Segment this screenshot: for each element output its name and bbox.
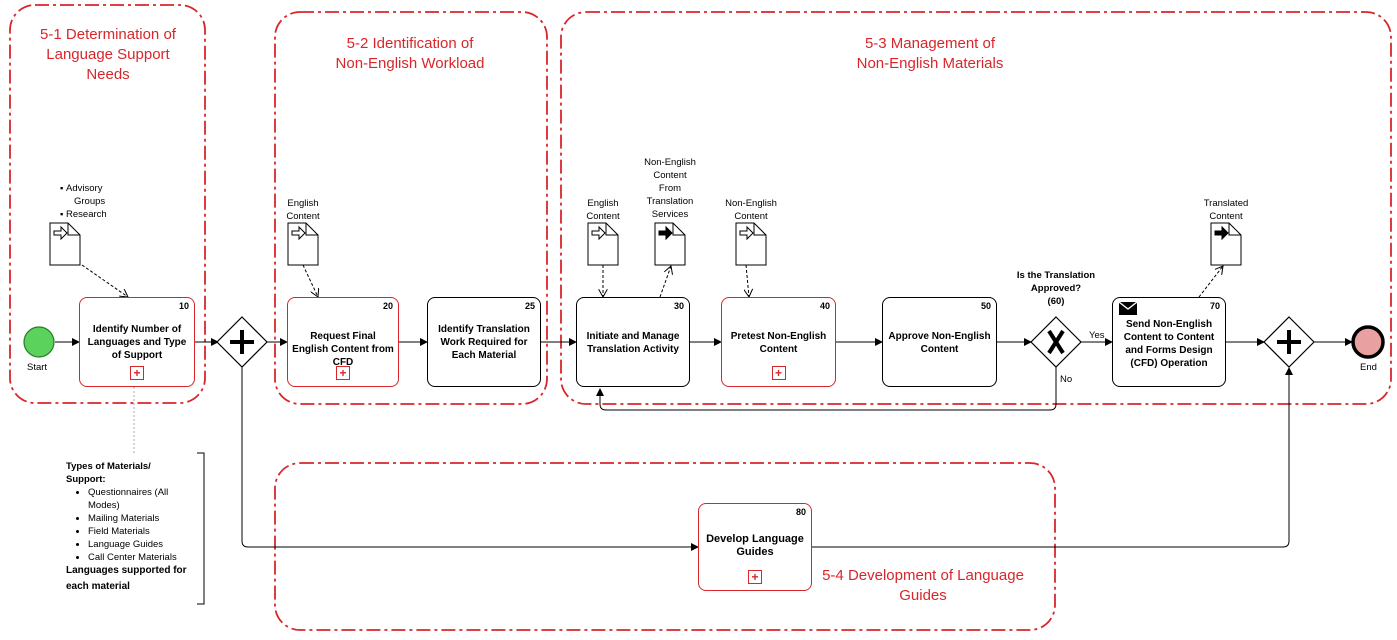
annotation-item: Field Materials xyxy=(88,525,196,538)
data-object-input-icon xyxy=(735,222,767,266)
task-label: Approve Non-English Content xyxy=(888,331,991,355)
task-number: 20 xyxy=(382,301,393,311)
parallel-join-gateway xyxy=(1263,316,1315,368)
data-object-label-non-english-content: Non-English Content xyxy=(725,198,777,222)
assoc-d2-to-20 xyxy=(302,264,318,297)
annotation-item: Mailing Materials xyxy=(88,512,196,525)
task-label: Identify Translation Work Required for E… xyxy=(438,324,530,361)
data-object-output-icon xyxy=(1210,222,1242,266)
data-object-label-english-content: English Content xyxy=(286,198,320,222)
task-70[interactable]: 70 Send Non-English Content to Content a… xyxy=(1112,297,1226,387)
flow-80-to-join xyxy=(812,367,1293,548)
data-object-label-translation-services: Non-English Content From Translation Ser… xyxy=(644,157,696,220)
subprocess-marker-icon[interactable]: + xyxy=(748,570,762,584)
task-number: 25 xyxy=(524,301,535,311)
annotation-bracket xyxy=(197,452,205,605)
gateway-yes-label: Yes xyxy=(1089,330,1105,341)
data-object-output-icon xyxy=(654,222,686,266)
gateway-question: Is the Translation Approved? (60) xyxy=(1016,270,1096,307)
group-title-5-2: 5-2 Identification of Non-English Worklo… xyxy=(335,35,485,72)
assoc-30-to-d4 xyxy=(659,266,671,298)
group-frame-5-1 xyxy=(9,4,206,404)
group-title-5-4: 5-4 Development of Language Guides xyxy=(822,567,1024,604)
annotation-item: Call Center Materials xyxy=(88,551,196,564)
task-number: 30 xyxy=(673,301,684,311)
task-30[interactable]: 30 Initiate and Manage Translation Activ… xyxy=(576,297,690,387)
data-object-label-advisory: ▪ Advisory Groups ▪ Research xyxy=(60,183,107,220)
task-20[interactable]: 20 Request Final English Content from CF… xyxy=(287,297,399,387)
subprocess-marker-icon[interactable]: + xyxy=(130,366,144,380)
assoc-70-to-d6 xyxy=(1198,266,1223,298)
task-number: 80 xyxy=(795,507,806,517)
data-object-label-english-content: English Content xyxy=(586,198,620,222)
task-number: 50 xyxy=(980,301,991,311)
data-object-input-icon xyxy=(587,222,619,266)
task-number: 10 xyxy=(178,301,189,311)
task-number: 40 xyxy=(819,301,830,311)
group-title-5-3: 5-3 Management of Non-English Materials xyxy=(856,35,1004,72)
end-label: End xyxy=(1360,362,1377,373)
task-label: Initiate and Manage Translation Activity xyxy=(586,331,680,355)
data-object-label-translated-content: Translated Content xyxy=(1203,198,1249,222)
envelope-icon xyxy=(1119,302,1137,315)
assoc-d1-to-10 xyxy=(81,264,128,297)
gateway-no-label: No xyxy=(1060,374,1073,385)
task-number: 70 xyxy=(1209,301,1220,311)
group-frame-5-2 xyxy=(274,11,548,405)
annotation-item: Language Guides xyxy=(88,538,196,551)
task-50[interactable]: 50 Approve Non-English Content xyxy=(882,297,997,387)
flow-gateway-no-loop xyxy=(596,367,1057,411)
task-label: Identify Number of Languages and Type of… xyxy=(87,324,187,361)
start-label: Start xyxy=(27,362,48,373)
task-label: Send Non-English Content to Content and … xyxy=(1123,319,1215,369)
task-label: Develop Language Guides xyxy=(706,533,804,558)
data-object-input-icon xyxy=(287,222,319,266)
flow-split-to-80 xyxy=(241,367,699,551)
task-10[interactable]: 10 Identify Number of Languages and Type… xyxy=(79,297,195,387)
start-event xyxy=(23,326,55,358)
exclusive-gateway xyxy=(1030,316,1082,368)
task-80[interactable]: 80 Develop Language Guides + xyxy=(698,503,812,591)
annotation-item: Questionnaires (All Modes) xyxy=(88,486,196,512)
subprocess-marker-icon[interactable]: + xyxy=(771,366,786,380)
task-40[interactable]: 40 Pretest Non-English Content + xyxy=(721,297,836,387)
task-label: Pretest Non-English Content xyxy=(730,331,827,355)
annotation-materials: Types of Materials/ Support: Questionnai… xyxy=(66,460,196,593)
task-25[interactable]: 25 Identify Translation Work Required fo… xyxy=(427,297,541,387)
group-title-5-1: 5-1 Determination of Language Support Ne… xyxy=(40,26,176,83)
task-label: Request Final English Content from CFD xyxy=(292,331,394,368)
end-event xyxy=(1351,325,1385,359)
parallel-split-gateway xyxy=(216,316,268,368)
subprocess-marker-icon[interactable]: + xyxy=(336,366,350,380)
assoc-d5-to-40 xyxy=(746,264,749,297)
data-object-input-icon xyxy=(49,222,81,266)
